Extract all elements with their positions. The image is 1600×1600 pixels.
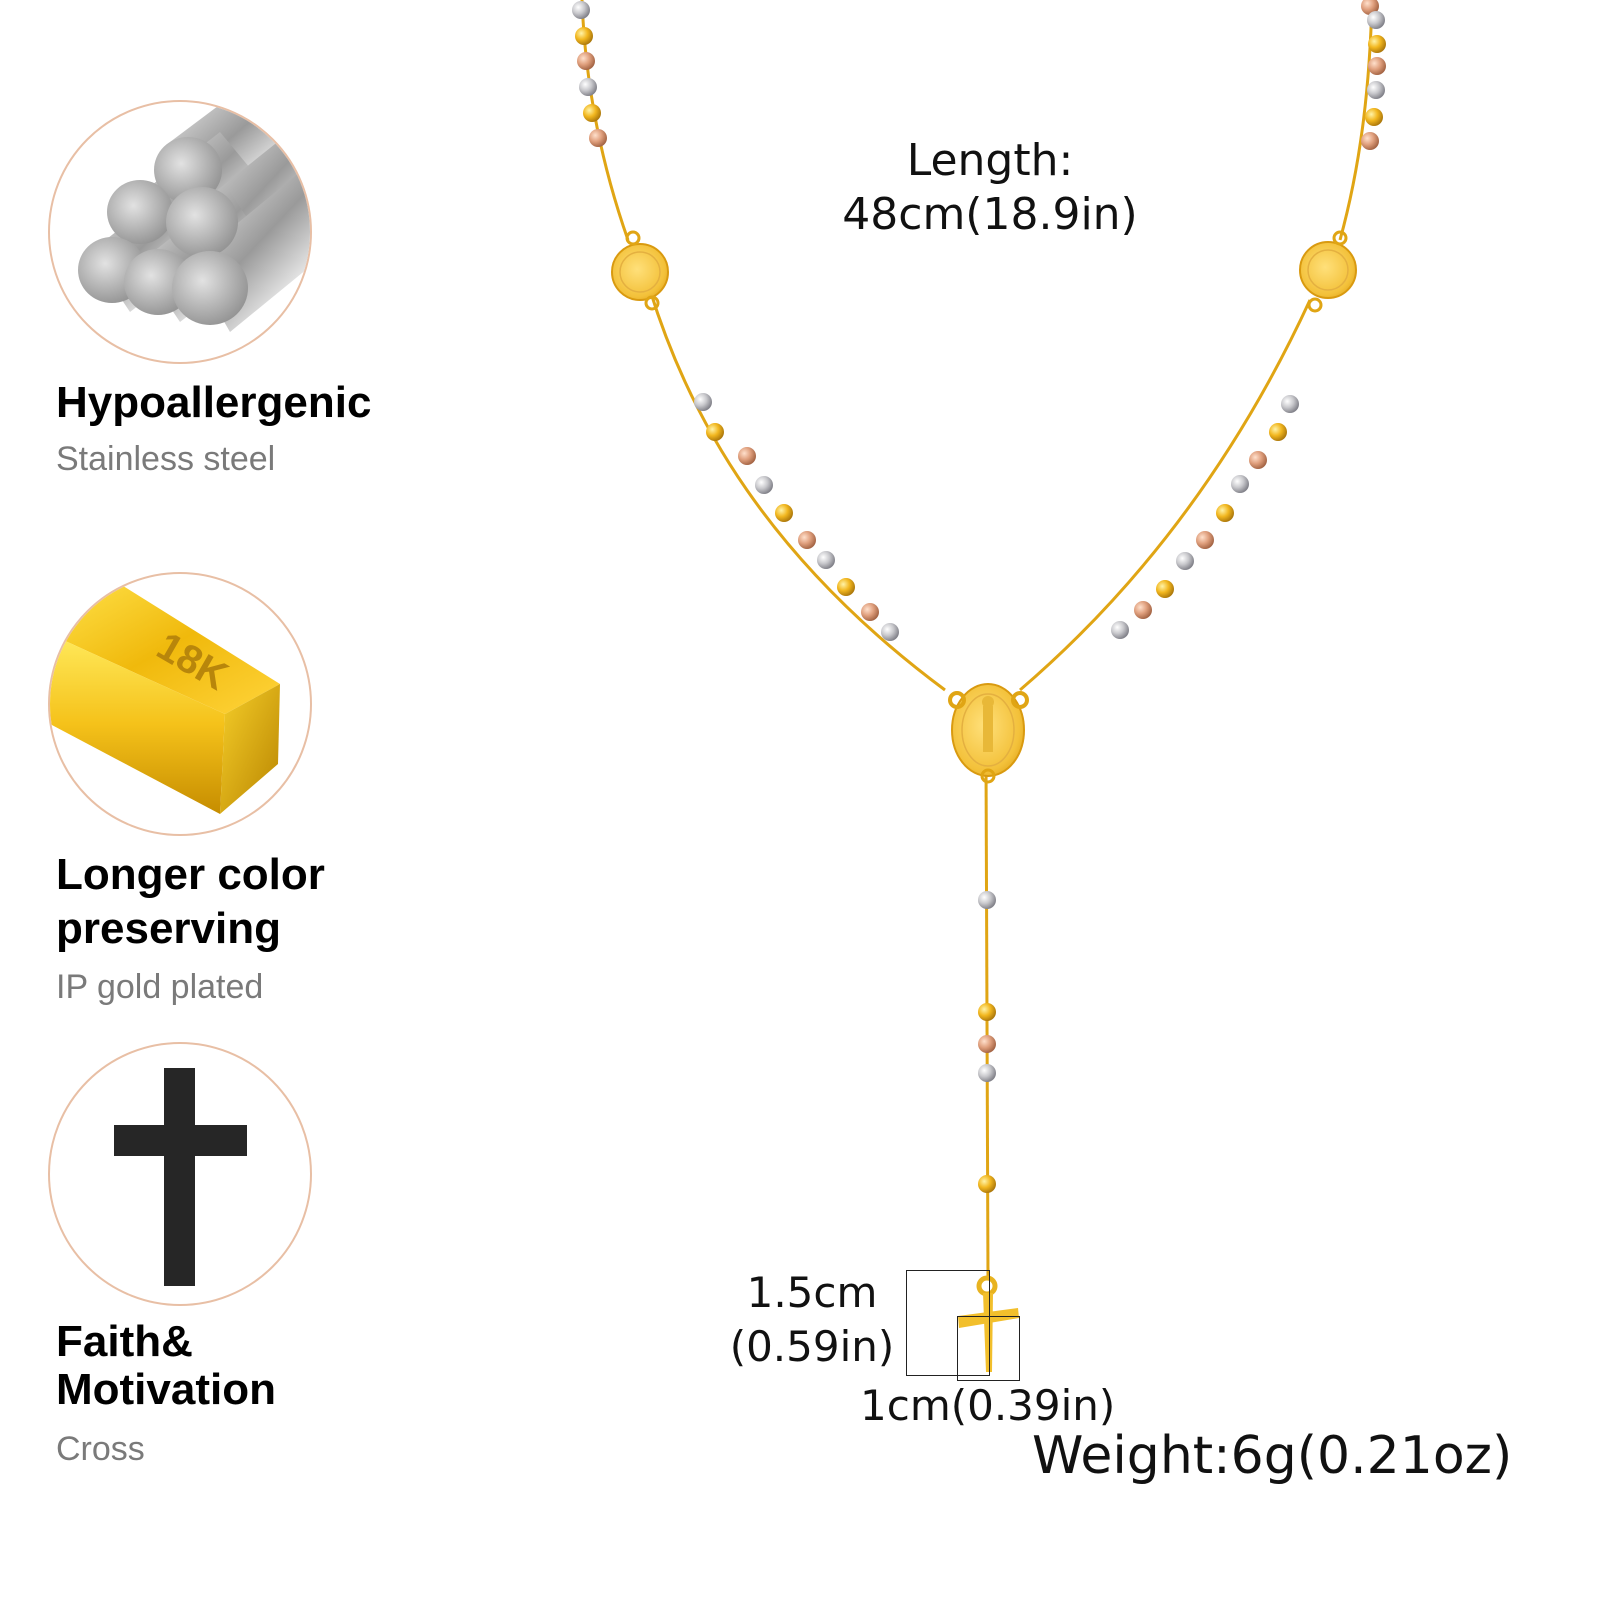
left-medal [611,230,669,311]
right-medal [1299,230,1357,313]
right-lower-beads [1111,395,1299,639]
left-lower-beads [694,393,899,641]
length-label: Length: 48cm(18.9in) [840,134,1140,242]
feature-title: Longer color preserving [56,848,325,956]
feature-subtitle: Cross [56,1430,145,1468]
cross-height-box [906,1270,990,1376]
weight-label: Weight:6g(0.21oz) [1032,1426,1513,1486]
gold-bar-icon: 18K [50,584,280,814]
center-medal [948,683,1029,784]
right-upper-beads [1361,0,1386,150]
feature-subtitle: Stainless steel [56,440,276,478]
cross-icon [114,1068,247,1286]
feature-title-line: Faith& [56,1317,193,1366]
feature-title: Faith& Motivation [56,1318,276,1414]
feature-title-line: preserving [56,904,281,953]
cross-pendant [958,1275,1019,1372]
feature-icon-ring: 18K [48,572,312,836]
cross-height-cm: 1.5cm [746,1268,878,1317]
feature-title-line: Motivation [56,1365,276,1414]
feature-subtitle: IP gold plated [56,968,264,1006]
cross-width-label: 1cm(0.39in) [860,1381,1116,1430]
cross-height-in: (0.59in) [729,1322,895,1371]
feature-icon-ring [48,1042,312,1306]
length-title: Length: [906,135,1074,186]
feature-title: Hypoallergenic [56,378,372,427]
cross-width-box [957,1316,1020,1381]
drop-beads [978,891,996,1193]
left-upper-beads [572,1,607,147]
feature-title-line: Longer color [56,850,325,899]
length-value: 48cm(18.9in) [842,189,1138,240]
cross-height-label: 1.5cm (0.59in) [722,1266,902,1374]
